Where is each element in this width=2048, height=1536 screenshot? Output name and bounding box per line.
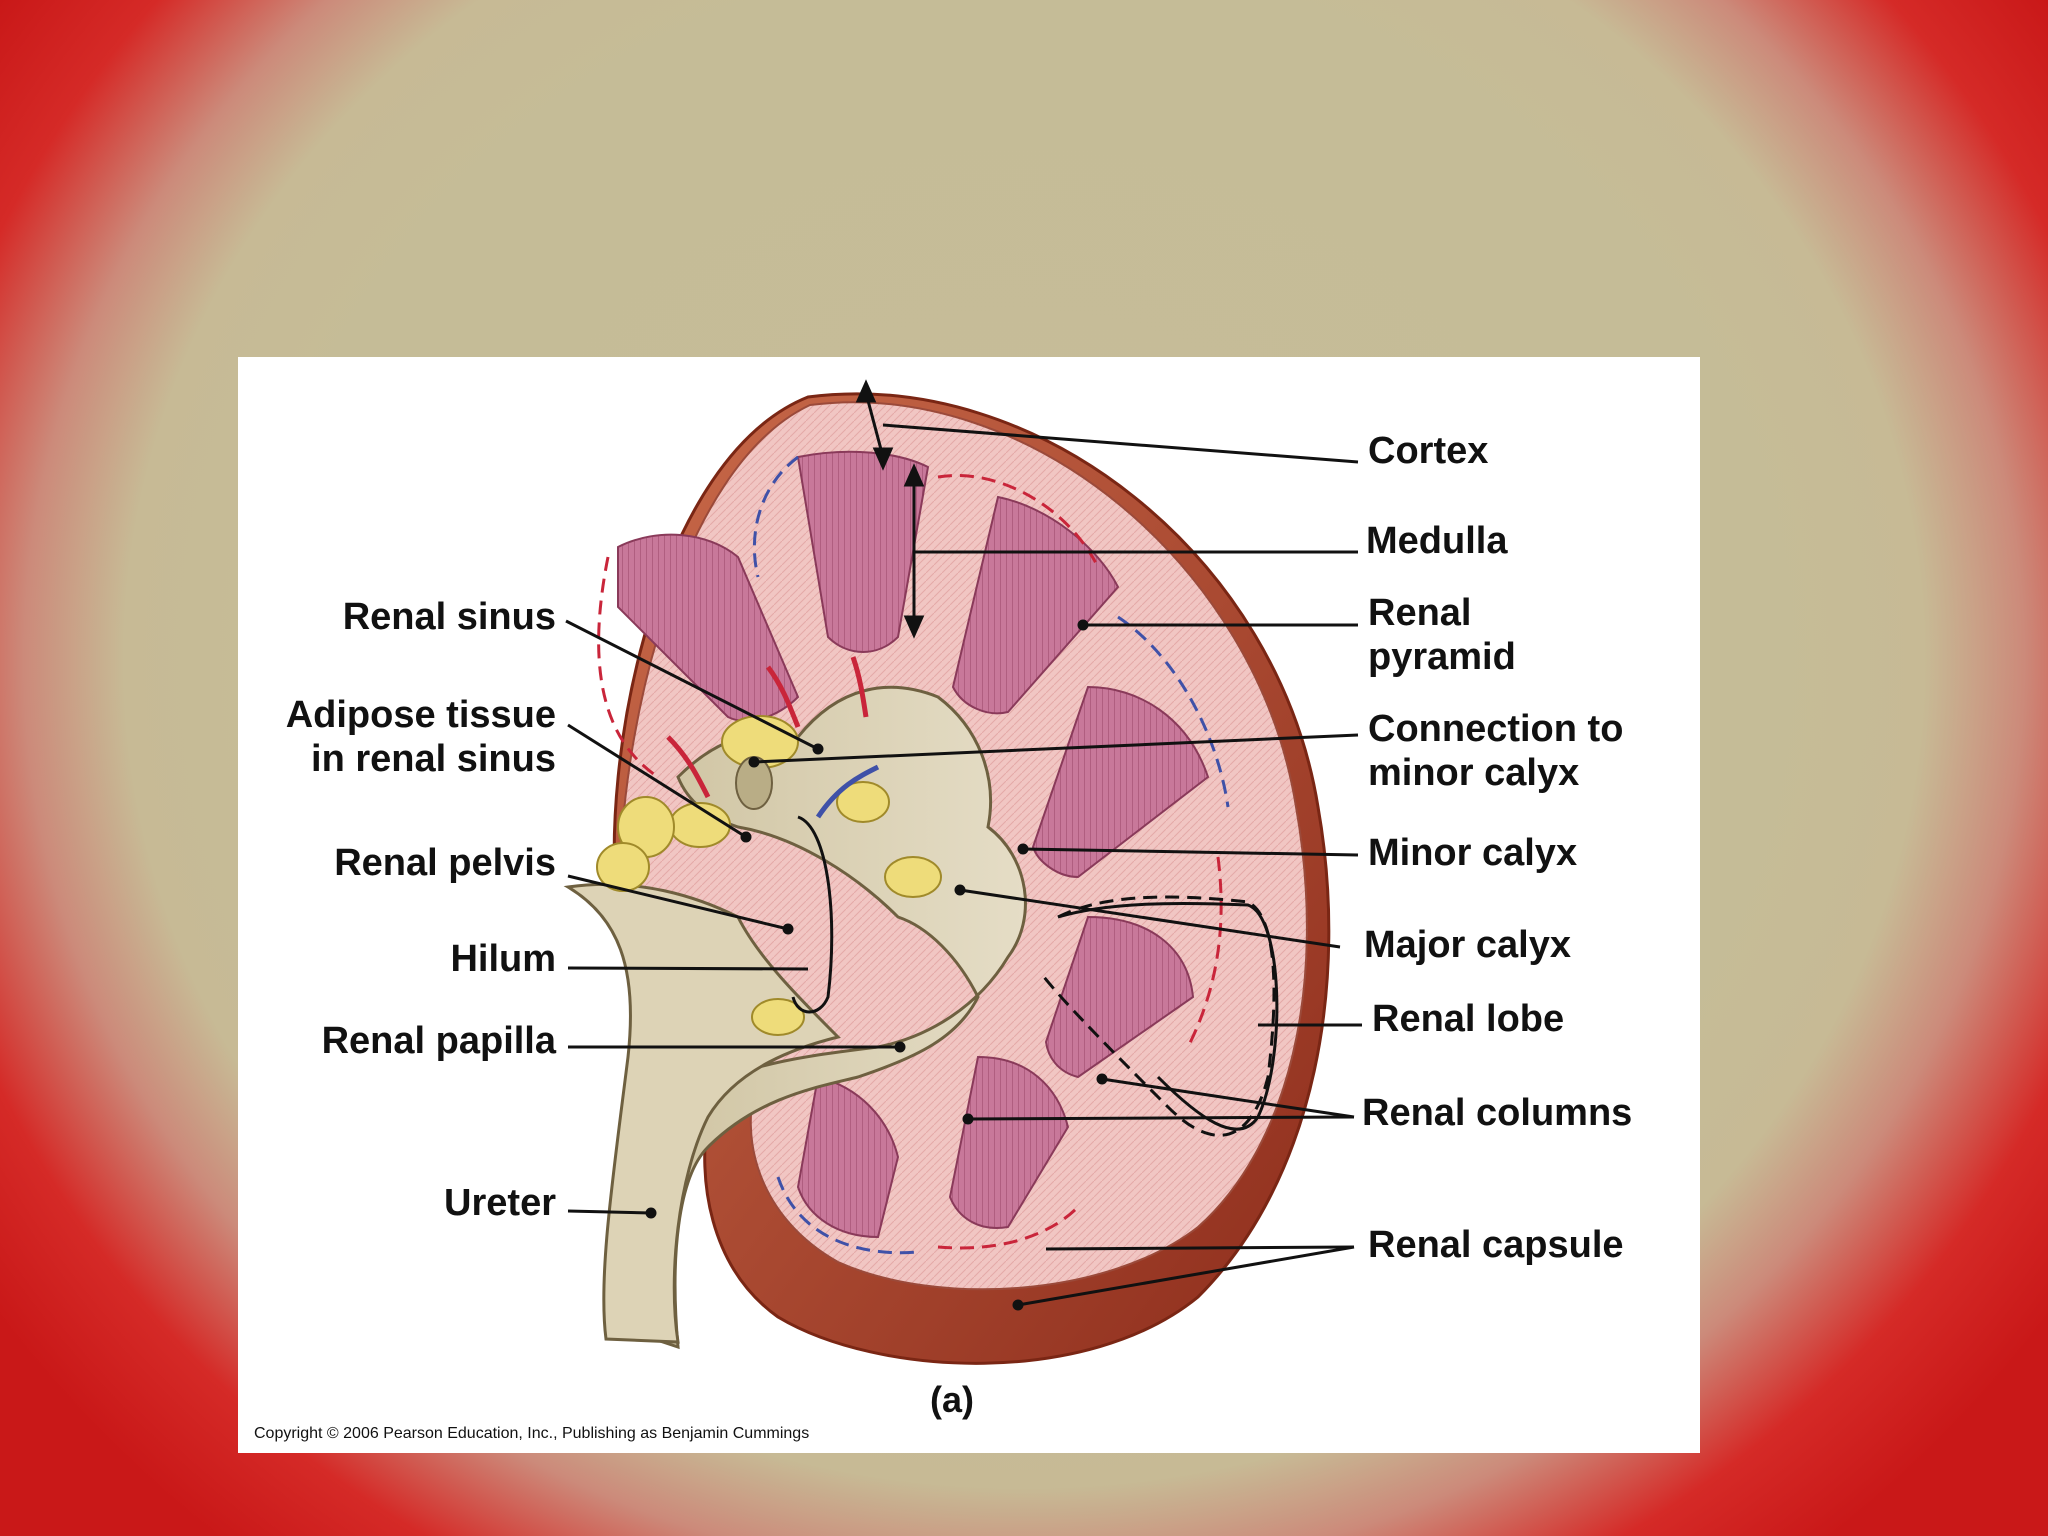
renal-pyramids bbox=[617, 450, 1210, 1239]
label-hilum: Hilum bbox=[450, 938, 556, 980]
sinus-vessels bbox=[666, 656, 880, 819]
label-ureter: Ureter bbox=[444, 1182, 556, 1224]
label-renal-lobe: Renal lobe bbox=[1372, 998, 1565, 1040]
copyright-text: Copyright © 2006 Pearson Education, Inc.… bbox=[254, 1425, 810, 1442]
hilum-outline bbox=[791, 815, 834, 1014]
thickness-arrows bbox=[855, 379, 925, 639]
label-medulla: Medulla bbox=[1366, 520, 1508, 562]
label-renal-papilla: Renal papilla bbox=[321, 1020, 556, 1062]
leader-lines bbox=[565, 423, 1362, 1311]
label-renal-capsule: Renal capsule bbox=[1368, 1224, 1624, 1266]
label-renal-pelvis: Renal pelvis bbox=[334, 842, 556, 884]
kidney-diagram bbox=[563, 379, 1362, 1365]
panel-label: (a) bbox=[930, 1379, 974, 1420]
label-connection-to-minor-calyx: Connection to minor calyx bbox=[1368, 708, 1624, 794]
label-cortex: Cortex bbox=[1368, 430, 1489, 472]
kidney-figure: Cortex Medulla Renal pyramid Connection … bbox=[238, 357, 1700, 1453]
label-renal-pyramid: Renal pyramid bbox=[1368, 592, 1516, 678]
label-renal-columns: Renal columns bbox=[1362, 1092, 1633, 1134]
label-adipose-tissue: Adipose tissue in renal sinus bbox=[285, 694, 556, 780]
interlobar-vessels bbox=[597, 455, 1230, 1255]
label-minor-calyx: Minor calyx bbox=[1368, 832, 1578, 874]
label-renal-sinus: Renal sinus bbox=[342, 596, 556, 638]
label-major-calyx: Major calyx bbox=[1364, 924, 1571, 966]
adipose-tissue bbox=[596, 715, 942, 1036]
renal-lobe-outline bbox=[1042, 895, 1276, 1137]
